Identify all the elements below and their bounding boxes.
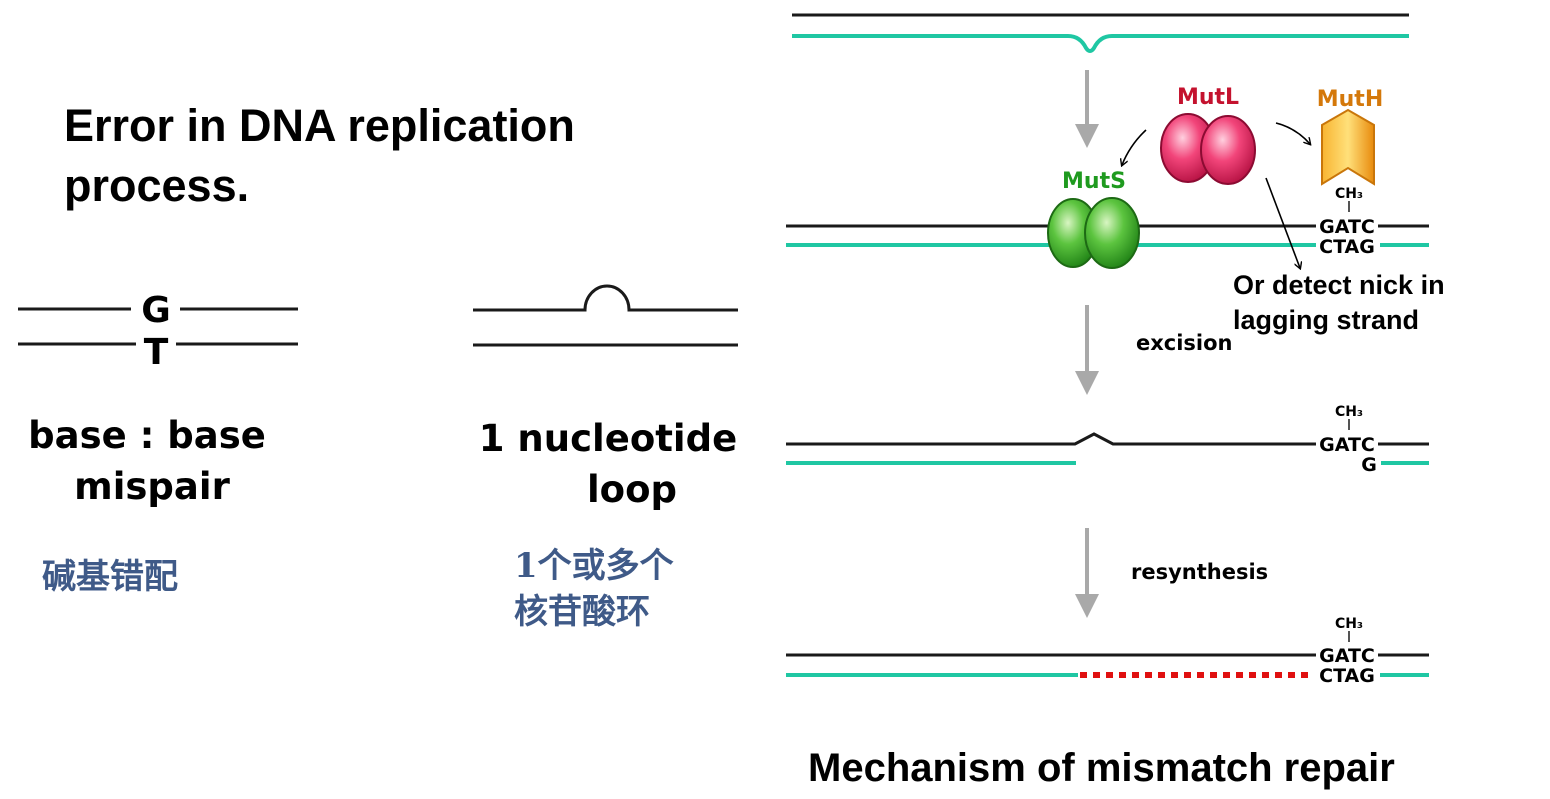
arrow-mutl-to-muts xyxy=(1122,129,1147,165)
callout-line-1: Or detect nick in xyxy=(1233,270,1445,300)
stage1-teal-strand xyxy=(792,34,1409,53)
loop-illustration: 1 nucleotide loop xyxy=(473,284,738,511)
mispair-g-base: G xyxy=(141,290,171,331)
mispair-illustration: G T base : base mispair xyxy=(18,290,298,508)
stage3-g-label: G xyxy=(1361,454,1377,476)
repair-stage-1 xyxy=(792,13,1409,53)
loop-chinese-label: 1个或多个 核苷酸环 xyxy=(514,543,674,635)
repair-caption: Mechanism of mismatch repair xyxy=(808,746,1395,790)
stage4-gatc-label: GATC xyxy=(1319,645,1375,667)
mispair-label-line-1: base : base xyxy=(28,414,266,457)
page-title: Error in DNA replication process. xyxy=(64,96,704,216)
loop-chinese-line-2: 核苷酸环 xyxy=(514,592,650,632)
stage2-ctag-label: CTAG xyxy=(1319,236,1375,258)
mutl-label: MutL xyxy=(1177,85,1239,110)
excision-label: excision xyxy=(1136,331,1233,355)
muth-protein xyxy=(1321,108,1375,186)
stage4-ctag-label: CTAG xyxy=(1319,665,1375,687)
mispair-chinese-label: 碱基错配 xyxy=(42,557,178,597)
mutl-protein xyxy=(1160,113,1256,185)
mispair-label-line-2: mispair xyxy=(74,465,230,508)
muth-label: MutH xyxy=(1317,87,1383,112)
stage2-methyl-label: CH₃ xyxy=(1335,186,1363,202)
title-line-1: Error in DNA replication xyxy=(64,100,575,151)
muts-label: MutS xyxy=(1062,169,1126,194)
mutl-subunit-right xyxy=(1200,115,1256,185)
repair-stage-3: CH₃ GATC G xyxy=(786,404,1429,476)
resynthesis-label: resynthesis xyxy=(1131,560,1268,584)
stage3-gatc-label: GATC xyxy=(1319,434,1375,456)
loop-label-line-1: 1 nucleotide xyxy=(479,417,737,460)
muts-protein xyxy=(1047,197,1140,269)
stage3-dark-strand-left xyxy=(786,432,1316,446)
muts-subunit-right xyxy=(1084,197,1140,269)
stage3-methyl-label: CH₃ xyxy=(1335,404,1363,420)
arrow-to-nick-callout xyxy=(1265,177,1300,268)
loop-top-strand xyxy=(473,284,738,312)
loop-label-line-2: loop xyxy=(587,468,677,511)
title-line-2: process. xyxy=(64,160,250,211)
muth-shape xyxy=(1321,108,1375,186)
repair-stage-2: MutS MutL MutH CH₃ GATC CTAG xyxy=(786,85,1429,268)
loop-chinese-line-1: 1个或多个 xyxy=(514,546,674,586)
callout-line-2: lagging strand xyxy=(1233,305,1420,335)
mispair-t-base: T xyxy=(144,332,169,373)
repair-stage-4: CH₃ GATC CTAG xyxy=(786,616,1429,687)
stage2-gatc-label: GATC xyxy=(1319,216,1375,238)
arrow-mutl-to-muth xyxy=(1275,122,1310,144)
stage4-methyl-label: CH₃ xyxy=(1335,616,1363,632)
nick-callout-text: Or detect nick in lagging strand xyxy=(1233,268,1533,338)
